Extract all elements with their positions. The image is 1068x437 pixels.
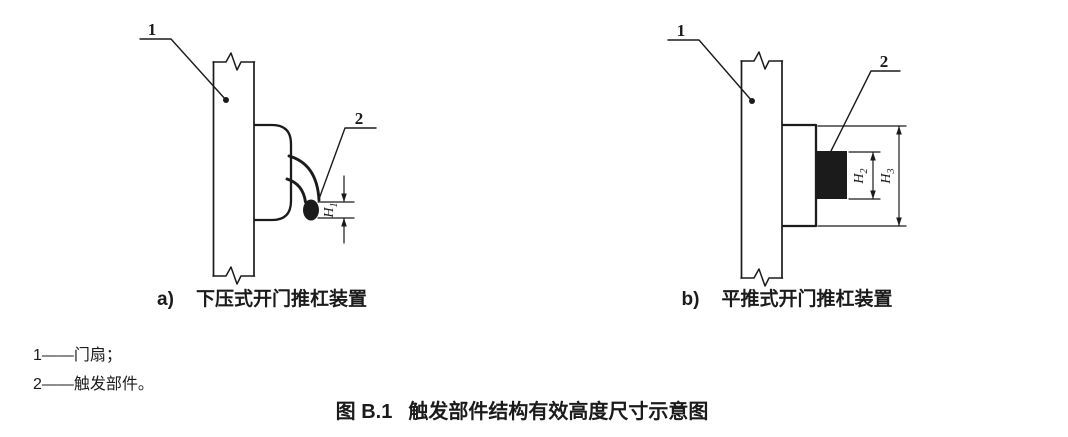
legend-line-door: 1——门扇； [33,347,122,364]
leader-line-a-2 [318,127,377,200]
leader-line-b-2 [830,70,901,152]
dim-h1-sub: 1 [328,202,340,208]
push-bar-housing-b [781,123,818,228]
dim-h1-arrow-down-icon [341,193,347,202]
dim-label-h2: H2 [852,168,870,184]
figure-title: 图 B.1 触发部件结构有效高度尺寸示意图 [336,401,709,424]
caption-b: b) 平推式开门推杠装置 [681,289,893,311]
part-label-a-2: 2 [354,109,364,128]
break-mark-a-bottom [212,266,256,285]
dim-h3-sub: 3 [885,168,897,174]
leader-dot-a-1 [223,97,229,103]
leader-line-b-1 [667,39,753,102]
dim-h1-arrow-up-icon [341,218,347,227]
diagram-b [667,39,907,287]
caption-b-label: b) [681,289,700,310]
caption-a-text: 下压式开门推杠装置 [195,289,367,310]
trigger-knob-a [303,199,319,221]
figure-title-number: 图 B.1 [335,401,393,423]
leader-line-a-1 [139,38,227,101]
dim-h2-arrow-down-icon [870,190,876,199]
dim-h2-letter: H [852,173,867,184]
break-mark-b-top [740,51,784,70]
trigger-pad-b [816,151,847,199]
dim-h2-sub: 2 [858,168,870,174]
figure-title-text: 触发部件结构有效高度尺寸示意图 [408,401,709,423]
dim-h3-arrow-down-icon [896,217,902,226]
dim-h2-arrow-up-icon [870,152,876,161]
part-label-a-1: 1 [147,20,157,39]
push-bar-arm-inner-a [285,177,307,204]
caption-b-text: 平推式开门推杠装置 [721,289,893,310]
part-label-b-2: 2 [879,52,889,71]
part-label-b-1: 1 [676,21,686,40]
break-mark-b-bottom [740,268,784,287]
caption-a-label: a) [157,289,174,310]
diagram-a [139,38,377,285]
dim-label-h1: H1 [322,202,340,218]
push-bar-housing-a [253,123,293,222]
push-bar-arm-outer-a [287,154,321,202]
dim-h3-arrow-up-icon [896,126,902,135]
break-mark-a-top [212,52,256,71]
dim-label-h3: H3 [879,168,897,184]
legend-line-trigger: 2——触发部件。 [33,376,154,393]
caption-a: a) 下压式开门推杠装置 [157,289,367,311]
dim-h1-letter: H [322,207,337,218]
leader-dot-b-1 [749,98,755,104]
dim-h3-letter: H [879,173,894,184]
